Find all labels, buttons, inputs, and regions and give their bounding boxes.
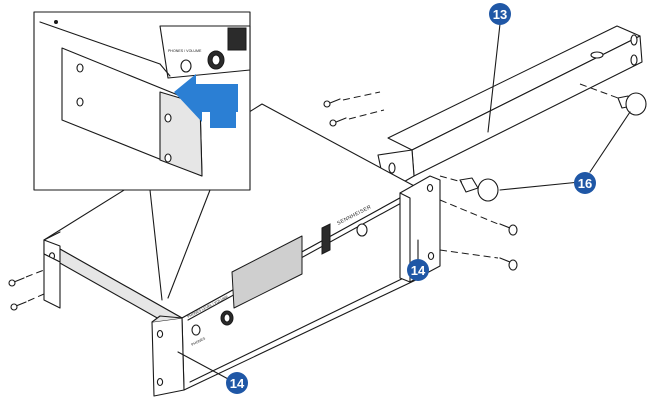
screw-icon [499,223,518,236]
callout-number: 13 [493,7,507,22]
detail-inset: PHONES / VOLUME [33,11,251,191]
callout-14-rack-mount-ear-left: 14 [226,372,248,394]
callout-leader-14-left [177,351,231,381]
arrow-right-icon [174,74,238,122]
callout-badge [407,259,429,281]
screw-icon [499,257,518,271]
callouts: 13 14 14 16 [226,3,596,394]
screw-icon [10,301,27,311]
callout-badge [574,172,596,194]
inset-leader [167,189,211,299]
inset-phones-label: PHONES / VOLUME [168,49,202,53]
inset-leader [149,189,163,301]
screw-icon [323,98,341,108]
long-bracket [377,25,643,193]
phones-label: PHONES [191,336,207,347]
callout-number: 14 [230,376,245,391]
callout-badge [226,372,248,394]
blind-plug-icon [579,83,647,116]
callout-13-rack-mount-bracket-extension: 13 [489,3,511,25]
callout-16-blind-plug: 16 [574,172,596,194]
callout-badge [489,3,511,25]
callout-leader-16b [589,111,631,173]
callout-leader-16a [499,181,581,191]
callout-leader-13 [487,23,501,133]
device-rear-left [43,231,61,309]
screw-icon [329,117,347,127]
screws [8,91,518,311]
rack-ear-right [399,175,441,283]
screw-icon [8,277,25,287]
callout-14-rack-mount-ear-right: 14 [407,259,429,281]
receiver-device: SENNHEISER PHONES LEVEL / VOLUME PHONES [43,103,421,391]
blind-plug-icon [439,175,499,202]
rack-ear-left [151,315,185,397]
callout-number: 16 [578,176,592,191]
callout-number: 14 [411,263,426,278]
